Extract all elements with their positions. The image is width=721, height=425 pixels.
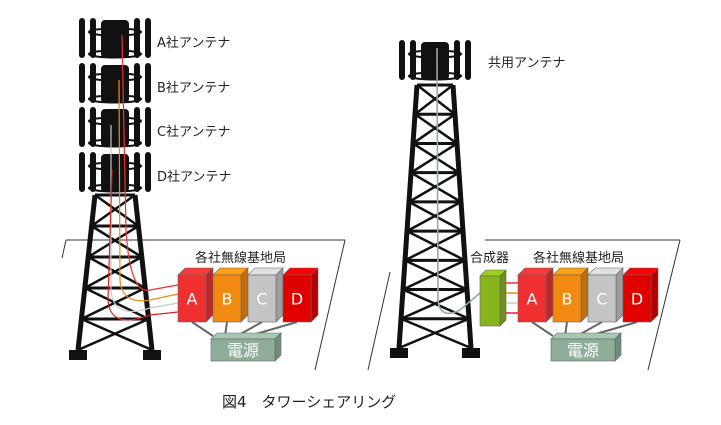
antenna-label-c: C社アンテナ bbox=[157, 124, 231, 140]
combiner-label: 合成器 bbox=[470, 251, 509, 266]
right-station-c: C bbox=[587, 267, 624, 323]
left-tower bbox=[69, 18, 161, 360]
figure-caption: 図4 タワーシェアリング bbox=[222, 393, 396, 411]
lattice-icon bbox=[396, 83, 474, 350]
antenna-icon bbox=[399, 40, 471, 81]
cable-d bbox=[107, 169, 179, 321]
left-station-b: B bbox=[212, 267, 249, 323]
left-station-d-label: D bbox=[291, 290, 303, 309]
tower-foot bbox=[462, 348, 480, 358]
right-station-b-label: B bbox=[562, 290, 573, 309]
left-station-c-label: C bbox=[256, 290, 267, 309]
tower-foot bbox=[69, 350, 87, 360]
antenna-icon bbox=[79, 18, 151, 59]
left-station-b-label: B bbox=[222, 290, 233, 309]
antenna-label-d: D社アンテナ bbox=[157, 169, 232, 185]
right-station-a-label: A bbox=[527, 290, 538, 309]
right-station-d-label: D bbox=[631, 290, 643, 309]
right-station-d: D bbox=[622, 267, 659, 323]
right-station-b: B bbox=[552, 267, 589, 323]
tower-foot bbox=[143, 350, 161, 360]
tower-foot bbox=[390, 348, 408, 358]
antenna-label-a: A社アンテナ bbox=[157, 35, 230, 51]
antenna-icon bbox=[79, 152, 151, 193]
cable-b bbox=[118, 79, 179, 302]
antenna-icon bbox=[79, 107, 151, 148]
left-station-d: D bbox=[282, 267, 319, 323]
cables bbox=[107, 34, 481, 321]
right-ground-plane bbox=[367, 239, 681, 371]
antenna-label-b: B社アンテナ bbox=[157, 80, 230, 96]
cable-a bbox=[121, 34, 179, 291]
left-station-c: C bbox=[247, 267, 284, 323]
right-station-a: A bbox=[517, 267, 554, 323]
cable-c bbox=[110, 125, 179, 312]
left-power-box-label: 電源 bbox=[227, 341, 259, 360]
antenna-icon bbox=[79, 63, 151, 104]
cable-shared bbox=[436, 47, 481, 315]
left-station-a-label: A bbox=[187, 290, 198, 309]
right-tower bbox=[390, 40, 480, 358]
right-power-box-label: 電源 bbox=[567, 341, 599, 360]
left-station-a: A bbox=[177, 267, 214, 323]
left-stations-label: 各社無線基地局 bbox=[195, 250, 286, 266]
combiner-box bbox=[479, 269, 507, 327]
lattice-icon bbox=[75, 193, 155, 352]
shared-antenna-label: 共用アンテナ bbox=[488, 56, 565, 71]
left-power-box: 電源 bbox=[210, 332, 282, 362]
right-power-box: 電源 bbox=[550, 332, 622, 362]
right-station-c-label: C bbox=[596, 290, 607, 309]
right-stations-label: 各社無線基地局 bbox=[533, 250, 624, 266]
